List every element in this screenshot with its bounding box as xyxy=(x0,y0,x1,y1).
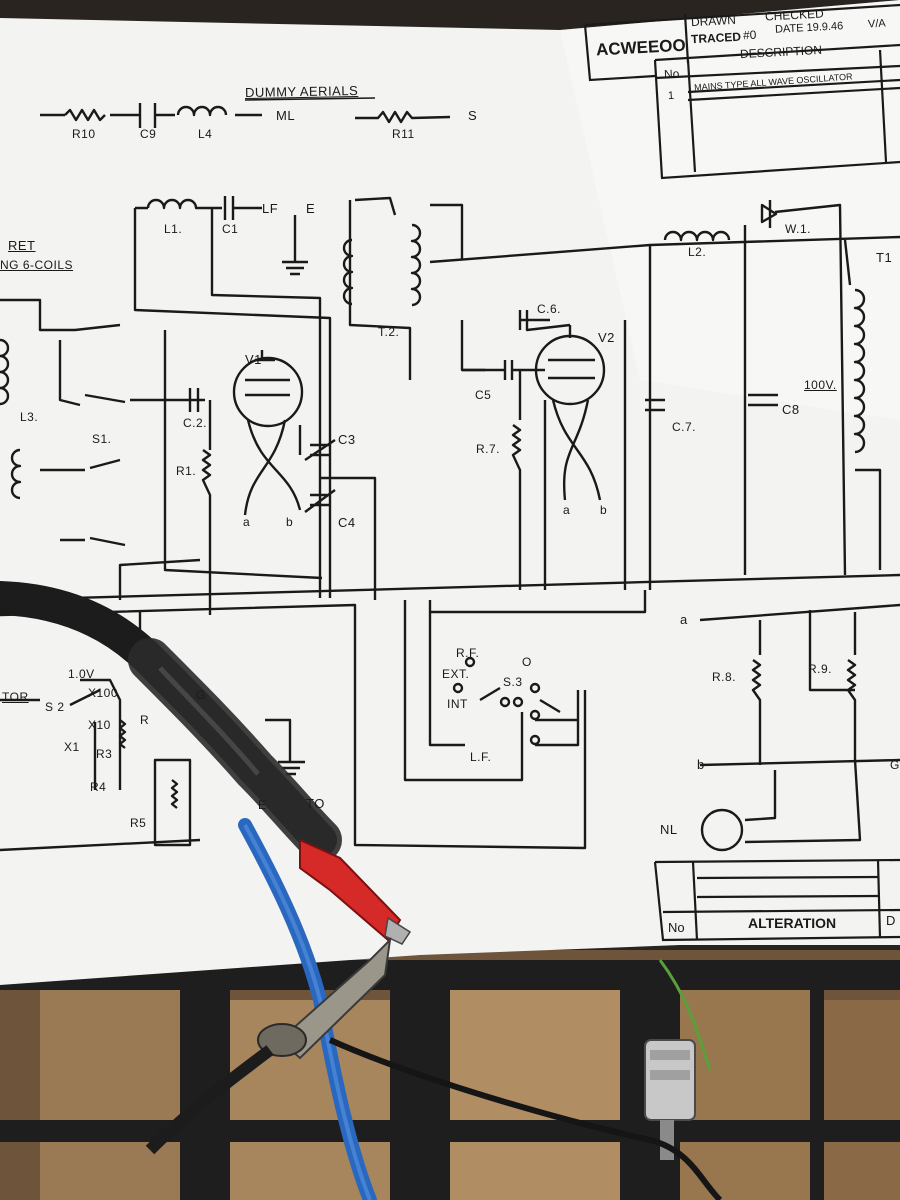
label-ng6coils: NG 6-COILS xyxy=(0,258,74,272)
label-100v: 100V. xyxy=(804,378,837,392)
label-r3: R3 xyxy=(96,747,113,761)
label-l4: L4 xyxy=(198,127,213,141)
label-v2: V2 xyxy=(598,330,615,345)
label-v1: V1 xyxy=(245,352,262,367)
alteration-no-header: No xyxy=(668,920,685,935)
label-lf: LF xyxy=(262,201,279,216)
title-block-date-extra: V/A xyxy=(867,17,887,31)
label-output-a: a xyxy=(680,612,688,627)
label-g-right: G xyxy=(890,758,900,772)
alteration-d-header: D xyxy=(886,913,896,928)
label-c8: C8 xyxy=(782,402,800,417)
label-c7: C.7. xyxy=(672,420,697,434)
title-block xyxy=(583,3,900,180)
label-r9: R.9. xyxy=(808,662,833,676)
label-nl: NL xyxy=(660,822,678,837)
label-e: E xyxy=(306,201,316,216)
label-x100: X100 xyxy=(88,686,119,700)
label-e-fragment: E xyxy=(258,798,267,812)
alteration-block xyxy=(653,858,900,942)
label-c5: C5 xyxy=(475,388,492,402)
label-c6: C.6. xyxy=(537,302,562,316)
test-probe xyxy=(145,937,392,1155)
label-rf: R.F. xyxy=(456,646,480,660)
label-c4: C4 xyxy=(338,515,356,530)
label-r7: R.7. xyxy=(476,442,501,456)
title-block-drawn: DRAWN xyxy=(690,12,737,30)
label-int: INT xyxy=(447,697,468,711)
label-r10: R10 xyxy=(72,127,96,141)
label-v2-a: a xyxy=(563,503,571,517)
title-block-no-header: No xyxy=(663,66,680,82)
label-s: S xyxy=(468,108,478,123)
label-c9: C9 xyxy=(140,127,157,141)
label-v1-a: a xyxy=(243,515,251,529)
label-r-fragment: R xyxy=(140,713,150,727)
label-ml: ML xyxy=(276,108,296,123)
label-g-fragment: G xyxy=(196,688,206,702)
black-lead xyxy=(328,1037,723,1200)
label-c3: C3 xyxy=(338,432,356,447)
label-x10: X10 xyxy=(88,718,111,732)
title-block-traced: TRACED xyxy=(690,29,742,47)
label-v1-b: b xyxy=(286,515,294,529)
label-r5: R5 xyxy=(130,816,147,830)
label-c1: C1 xyxy=(222,222,239,236)
alteration-header: ALTERATION xyxy=(748,915,837,931)
wooden-crate xyxy=(0,960,900,1200)
label-ret: RET xyxy=(8,238,36,253)
title-block-traced-initials: #0 xyxy=(742,27,757,43)
label-s1: S1. xyxy=(92,432,112,446)
label-w1: W.1. xyxy=(785,222,812,236)
label-t2: T.2. xyxy=(378,325,400,339)
label-tor: TOR xyxy=(2,690,29,704)
label-v2-b: b xyxy=(600,503,608,517)
label-s2: S 2 xyxy=(45,700,65,714)
label-to: TO xyxy=(306,796,325,811)
label-l2: L2. xyxy=(688,245,707,259)
label-lf2: L.F. xyxy=(470,750,492,764)
label-t1: T1 xyxy=(876,250,893,265)
dummy-aerials-heading: DUMMY AERIALS xyxy=(244,83,359,100)
label-l1: L1. xyxy=(164,222,183,236)
label-r11: R11 xyxy=(392,127,415,141)
bnc-connector xyxy=(644,959,712,1160)
label-r1: R1. xyxy=(176,464,197,478)
label-ext: EXT. xyxy=(442,667,470,681)
red-alligator-clip xyxy=(299,838,402,942)
label-s3: S.3 xyxy=(503,675,523,689)
label-x1: X1 xyxy=(64,740,80,754)
title-block-row-number: 1 xyxy=(667,89,675,103)
label-r8: R.8. xyxy=(712,670,737,684)
label-l3: L3. xyxy=(20,410,39,424)
label-output-b: b xyxy=(697,757,705,772)
label-o: O xyxy=(522,655,532,669)
label-c2: C.2. xyxy=(183,416,208,430)
label-1-0v: 1.0V xyxy=(68,667,95,681)
schematic-wiring xyxy=(0,97,900,852)
label-r4: R4 xyxy=(90,780,107,794)
